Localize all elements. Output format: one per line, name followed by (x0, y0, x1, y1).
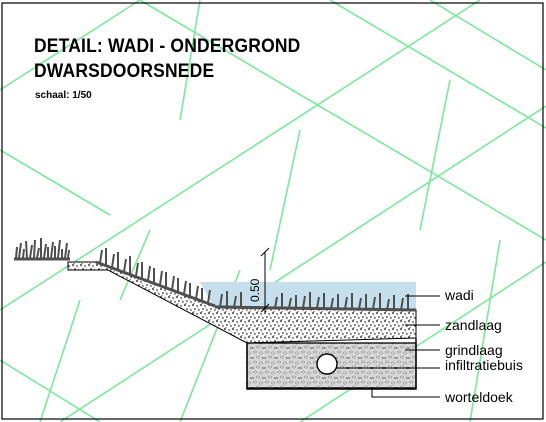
grass-slope (95, 248, 216, 308)
scale-label: schaal: 1/50 (35, 90, 92, 101)
label-zandlaag: zandlaag (445, 317, 502, 333)
label-infiltratiebuis: infiltratiebuis (445, 357, 523, 373)
label-wadi: wadi (445, 287, 474, 303)
dimension-line (260, 247, 270, 313)
label-worteldoek: worteldoek (445, 389, 513, 405)
grass-top (14, 238, 70, 261)
grass-bottom (214, 291, 417, 312)
root-cloth (246, 338, 417, 390)
leader-lines (337, 295, 440, 398)
wadi-water (200, 282, 416, 311)
title-line-2: DWARSDOORSNEDE (34, 61, 215, 82)
label-grindlaag: grindlaag (445, 342, 503, 358)
infiltration-pipe (316, 353, 338, 375)
dimension-label: 0.50 (248, 278, 262, 302)
title-line-1: DETAIL: WADI - ONDERGROND (34, 36, 301, 57)
